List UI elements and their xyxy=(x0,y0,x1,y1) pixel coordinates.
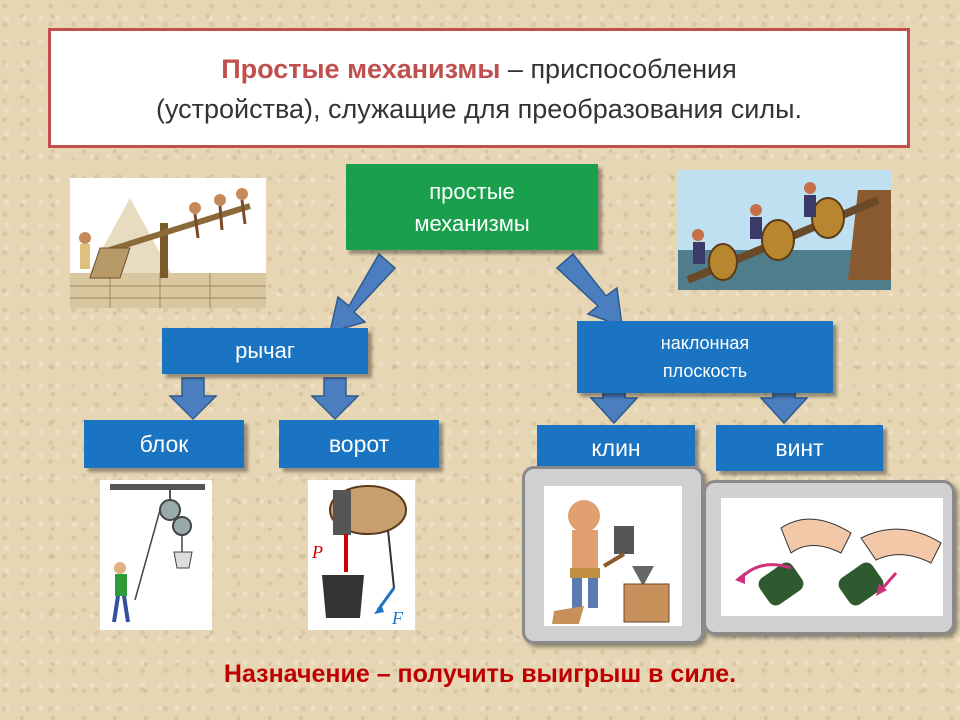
node-pulley: блок xyxy=(84,420,244,468)
root-node-line-2: механизмы xyxy=(414,211,530,236)
windlass-illustration: P F xyxy=(308,480,415,630)
lever-illustration xyxy=(70,178,266,308)
node-wedge: клин xyxy=(537,425,695,471)
screw-illustration xyxy=(721,498,943,616)
wedge-frame xyxy=(522,466,704,644)
arrow-root-to-lever xyxy=(328,252,397,334)
node-inclined-plane-line-2: плоскость xyxy=(662,361,748,381)
node-windlass: ворот xyxy=(279,420,439,468)
force-p-label: P xyxy=(311,542,323,562)
definition-line-1: Простые механизмы – приспособления xyxy=(51,49,907,89)
node-inclined-plane-line-1: наклонная xyxy=(660,333,750,353)
root-node: простые механизмы xyxy=(346,164,598,250)
node-lever: рычаг xyxy=(162,328,368,374)
definition-text: – приспособления xyxy=(500,54,737,84)
arrow-lever-to-block xyxy=(168,377,218,421)
force-f-label: F xyxy=(391,608,404,628)
root-node-line-1: простые xyxy=(429,179,515,204)
pulley-illustration xyxy=(100,480,212,630)
node-screw: винт xyxy=(716,425,883,471)
definition-box: Простые механизмы – приспособления (устр… xyxy=(48,28,910,148)
definition-line-2: (устройства), служащие для преобразовани… xyxy=(155,94,803,124)
definition-term: Простые механизмы xyxy=(221,54,501,84)
purpose-statement: Назначение – получить выигрыш в силе. xyxy=(223,660,737,688)
screw-frame xyxy=(703,480,955,635)
arrow-root-to-incline xyxy=(555,252,623,328)
arrow-lever-to-gate xyxy=(310,377,360,421)
inclined-plane-illustration xyxy=(678,170,891,290)
node-inclined-plane: наклонная плоскость xyxy=(577,321,833,393)
wedge-illustration xyxy=(544,486,682,626)
